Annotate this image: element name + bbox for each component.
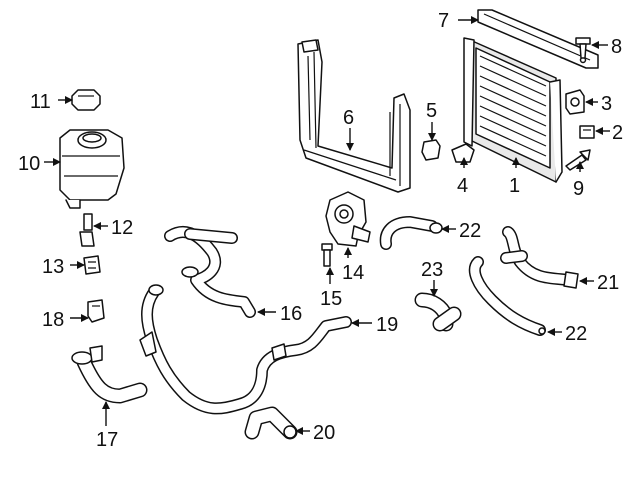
part-6-support-frame <box>297 39 411 193</box>
part-9-screw <box>565 149 591 171</box>
callout-3: 3 <box>601 93 612 115</box>
callout-5: 5 <box>426 100 437 122</box>
part-15-bolt <box>321 243 333 267</box>
part-4-bracket <box>451 143 475 163</box>
callout-6: 6 <box>343 107 354 129</box>
part-23-elbow-hose <box>414 292 462 332</box>
callout-20: 20 <box>313 422 335 444</box>
callout-14: 14 <box>342 262 364 284</box>
callout-labels: 7 8 3 2 9 1 4 5 6 11 10 12 13 18 17 16 1… <box>18 10 623 451</box>
part-2-grommet <box>579 125 595 139</box>
part-13-sensor <box>83 255 101 275</box>
callout-4: 4 <box>457 175 468 197</box>
callout-18: 18 <box>42 309 64 331</box>
part-14-water-pump <box>325 191 371 247</box>
callout-22-lower: 22 <box>565 323 587 345</box>
callout-10: 10 <box>18 153 40 175</box>
callout-8: 8 <box>611 36 622 58</box>
part-8-bolt <box>575 37 591 59</box>
part-3-mount <box>565 89 585 115</box>
part-18-temp-sensor <box>87 299 105 323</box>
callout-19: 19 <box>376 314 398 336</box>
part-16-upper-hose <box>164 226 256 318</box>
callout-13: 13 <box>42 256 64 278</box>
part-22-lower-hose <box>468 256 546 336</box>
part-22-upper-hose <box>379 216 443 250</box>
lower-hose-assembly <box>139 284 352 415</box>
part-1-radiator <box>463 37 563 183</box>
callout-16: 16 <box>280 303 302 325</box>
callout-12: 12 <box>111 217 133 239</box>
callout-21: 21 <box>597 272 619 294</box>
part-21-hose <box>500 226 579 289</box>
leader-lines <box>44 16 610 435</box>
part-11-cap <box>71 89 101 111</box>
callout-15: 15 <box>320 288 342 310</box>
callout-7: 7 <box>438 10 449 32</box>
callout-1: 1 <box>509 175 520 197</box>
part-5-clip <box>421 139 441 161</box>
part-17-hose <box>71 345 148 404</box>
callout-2: 2 <box>612 122 623 144</box>
callout-11: 11 <box>30 91 51 113</box>
part-10-expansion-tank <box>59 129 125 209</box>
callout-17: 17 <box>96 429 118 451</box>
callout-22-upper: 22 <box>459 220 481 242</box>
part-20-short-hose <box>244 406 298 440</box>
part-12-level-sensor <box>79 213 95 247</box>
callout-23: 23 <box>421 259 443 281</box>
callout-9: 9 <box>573 178 584 200</box>
